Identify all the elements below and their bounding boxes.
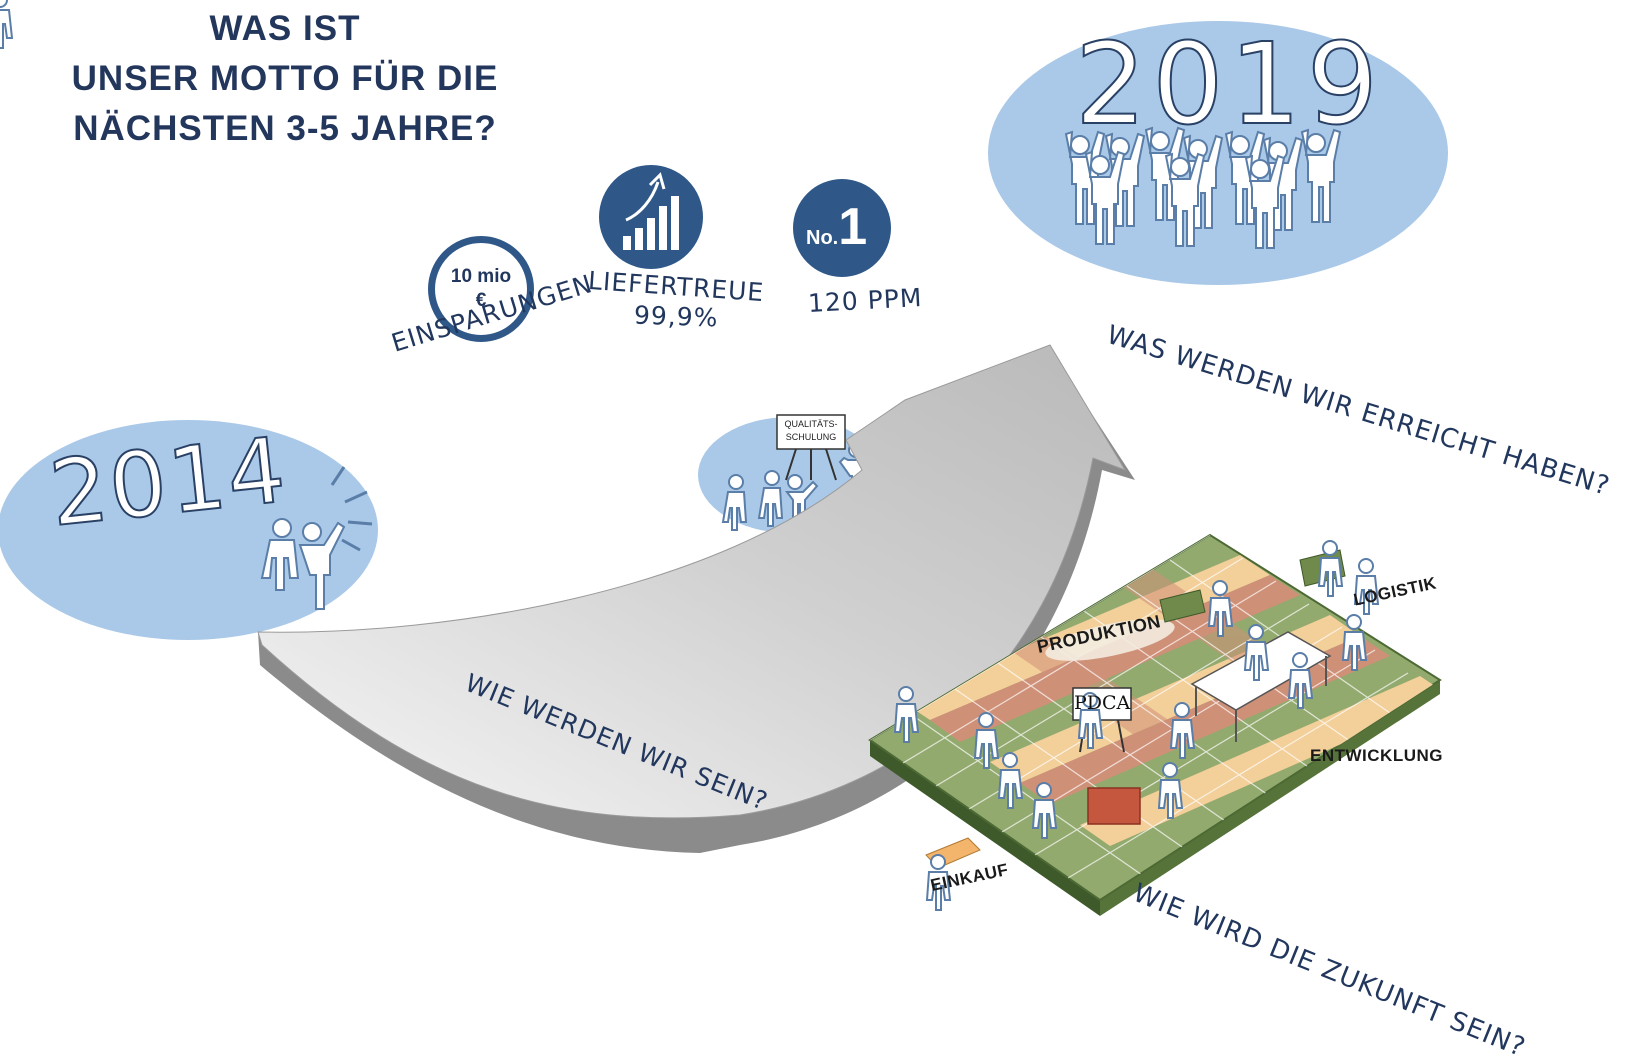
- bar-chart-icon: [623, 196, 679, 250]
- workers-icon: [0, 0, 1379, 911]
- crowd-2019-icon: [1064, 127, 1341, 249]
- training-sign-line1: QUALITÄTS-: [784, 419, 838, 429]
- savings-ring: 10 mio €: [428, 236, 534, 342]
- excitement-lines-icon: [330, 466, 373, 552]
- title-line-2: UNSER MOTTO FÜR DIE: [71, 59, 499, 98]
- trainees-icon: [721, 442, 868, 531]
- dept-entwicklung: ENTWICKLUNG: [1310, 746, 1443, 765]
- cloud-2019: [988, 21, 1448, 285]
- training-sign-text: QUALITÄTS- SCHULUNG: [779, 418, 843, 444]
- delivery-value: 99,9%: [633, 300, 719, 333]
- number-one-text: No.1: [806, 197, 867, 257]
- produktion-highlight: [1045, 619, 1175, 661]
- training-sign-line2: SCHULUNG: [785, 432, 837, 442]
- puzzle-platform: [0, 0, 1442, 916]
- chart-badge: [599, 165, 703, 269]
- cloud-2014: [0, 420, 378, 640]
- page-title: WAS IST UNSER MOTTO FÜR DIE NÄCHSTEN 3-5…: [50, 4, 520, 154]
- people-2014-icon: [260, 518, 346, 610]
- illustration-scene: [0, 0, 1448, 916]
- number-one-badge: [793, 179, 891, 277]
- red-puzzle-piece-icon: [1087, 787, 1141, 825]
- badge-prefix: No.: [806, 227, 839, 249]
- green-puzzle-piece-icon: [1159, 589, 1206, 623]
- title-line-3: NÄCHSTEN 3-5 JAHRE?: [73, 109, 497, 148]
- quality-label: 120 PPM: [807, 283, 924, 318]
- year-2019: 2019: [1074, 19, 1385, 151]
- savings-ring-line2: €: [475, 290, 487, 311]
- training-sign-board: [776, 414, 846, 450]
- trend-arrow-icon: [625, 181, 660, 222]
- badge-number: 1: [838, 198, 868, 256]
- title-line-1: WAS IST: [209, 9, 361, 48]
- savings-ring-line1: 10 mio: [450, 266, 512, 287]
- pdca-label: PDCA: [1074, 692, 1131, 714]
